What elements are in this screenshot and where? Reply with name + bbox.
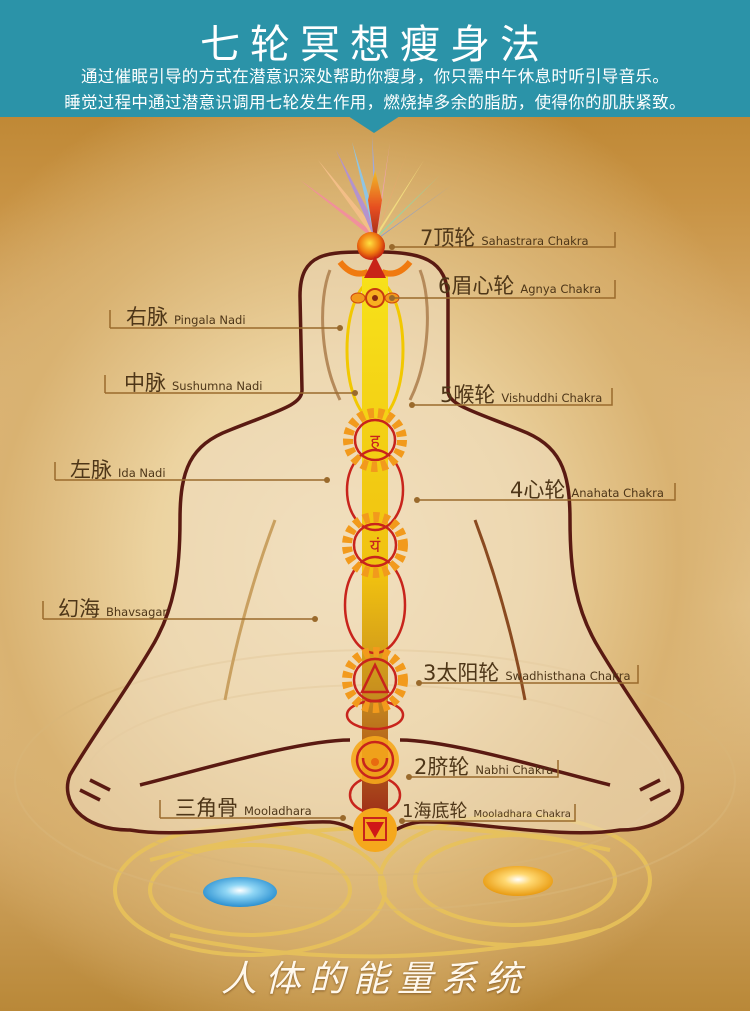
leader-lines xyxy=(42,232,676,822)
blue-orb xyxy=(203,877,277,907)
gold-orb xyxy=(483,866,553,896)
solar-chakra-icon xyxy=(342,647,408,713)
header-pointer xyxy=(348,116,400,133)
footer-title: 人体的能量系统 xyxy=(220,959,529,1000)
heart-chakra-icon: यं xyxy=(342,512,408,578)
crown-chakra-icon xyxy=(357,232,385,260)
svg-text:यं: यं xyxy=(370,536,381,557)
root-chakra-icon xyxy=(353,808,397,852)
subtitle-line-1: 通过催眠引导的方式在潜意识深处帮助你瘦身，你只需中午休息时听引导音乐。 xyxy=(81,67,669,86)
page-title: 七轮冥想瘦身法 xyxy=(200,22,550,68)
svg-text:ह: ह xyxy=(370,431,380,452)
throat-chakra-icon: ह xyxy=(343,408,407,472)
header-banner: 七轮冥想瘦身法 通过催眠引导的方式在潜意识深处帮助你瘦身，你只需中午休息时听引导… xyxy=(0,0,750,117)
subtitle-line-2: 睡觉过程中通过潜意识调用七轮发生作用，燃烧掉多余的脂肪，使得你的肌肤紧致。 xyxy=(64,93,686,112)
navel-chakra-icon xyxy=(351,736,399,784)
crown-lotus-icon xyxy=(300,135,452,245)
